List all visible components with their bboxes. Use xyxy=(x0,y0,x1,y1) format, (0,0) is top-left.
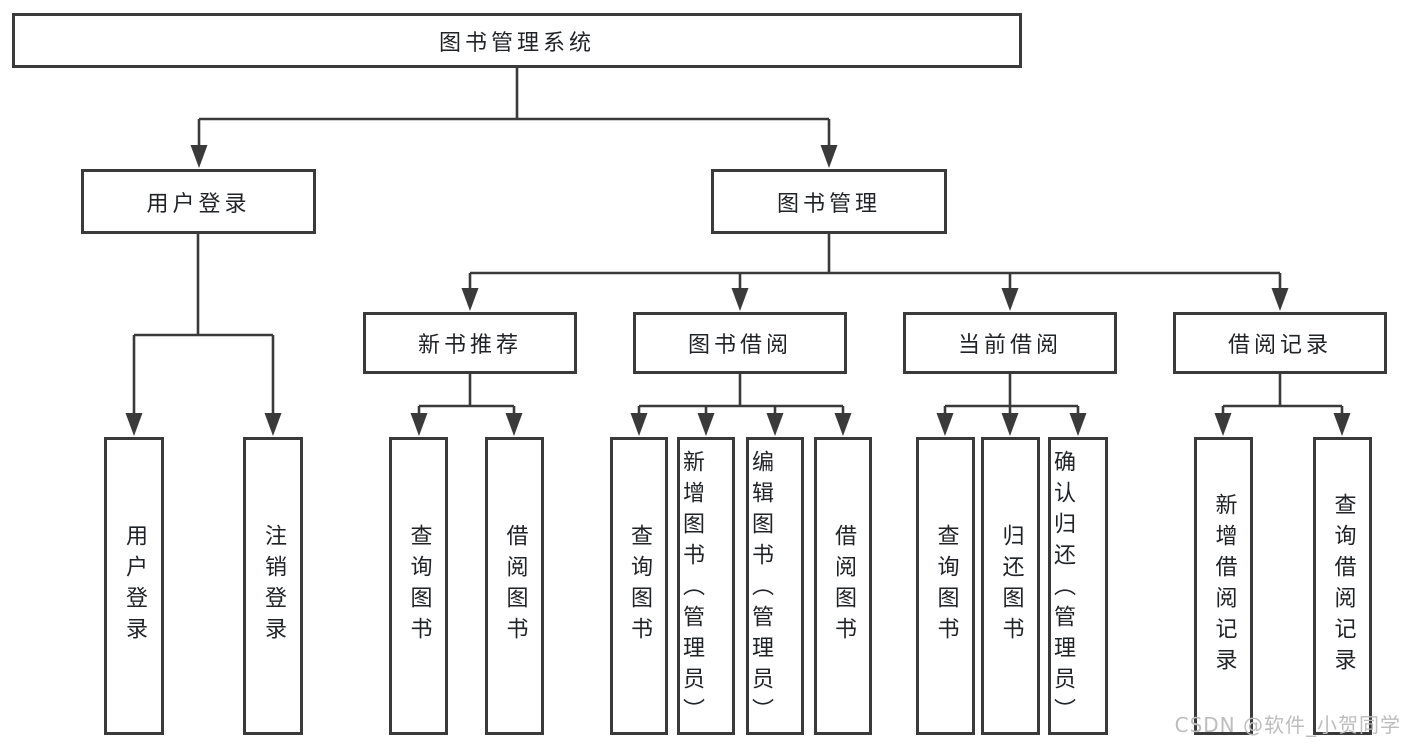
node-leaf-query-books-recommend: 查询图书 xyxy=(389,437,448,735)
node-new-book-recommend: 新书推荐 xyxy=(363,312,577,374)
node-label: 用户登录 xyxy=(122,524,147,648)
node-label: 借阅图书 xyxy=(831,524,856,648)
node-label: 借阅记录 xyxy=(1227,333,1332,358)
node-label: 新增图书（管理员） xyxy=(679,449,704,729)
node-label: 查询借阅记录 xyxy=(1330,493,1356,679)
node-label: 查询图书 xyxy=(933,524,959,648)
node-leaf-borrow-books-recommend: 借阅图书 xyxy=(485,437,544,735)
node-leaf-query-borrow-record: 查询借阅记录 xyxy=(1313,437,1372,735)
node-leaf-add-books-admin: 新增图书（管理员） xyxy=(677,437,735,735)
node-label: 注销登录 xyxy=(261,524,286,648)
node-label: 用户登录 xyxy=(146,191,251,217)
node-borrowing-records: 借阅记录 xyxy=(1173,312,1387,374)
node-book-management: 图书管理 xyxy=(711,169,947,234)
node-label: 新增借阅记录 xyxy=(1211,493,1237,679)
node-leaf-query-books-borrowing: 查询图书 xyxy=(610,437,668,735)
node-label: 查询图书 xyxy=(627,524,652,648)
node-label: 新书推荐 xyxy=(417,333,522,358)
node-leaf-add-borrow-record: 新增借阅记录 xyxy=(1194,437,1253,735)
node-leaf-confirm-return-admin: 确认归还（管理员） xyxy=(1048,437,1108,735)
watermark: CSDN @软件_小贺同学 xyxy=(1174,713,1401,737)
node-label: 编辑图书（管理员） xyxy=(748,449,773,729)
node-label: 查询图书 xyxy=(406,524,432,648)
node-label: 图书管理 xyxy=(776,191,881,217)
node-label: 图书管理系统 xyxy=(438,30,595,56)
node-current-borrowing: 当前借阅 xyxy=(903,312,1117,374)
node-book-borrowing: 图书借阅 xyxy=(633,312,847,374)
node-leaf-logout: 注销登录 xyxy=(243,437,303,735)
node-label: 确认归还（管理员） xyxy=(1050,449,1075,729)
node-label: 图书借阅 xyxy=(687,333,792,358)
node-leaf-return-books: 归还图书 xyxy=(981,437,1040,735)
node-root: 图书管理系统 xyxy=(12,13,1022,68)
node-user-login: 用户登录 xyxy=(81,169,316,234)
node-label: 归还图书 xyxy=(998,524,1024,648)
node-leaf-edit-books-admin: 编辑图书（管理员） xyxy=(746,437,804,735)
node-leaf-user-login: 用户登录 xyxy=(104,437,164,735)
node-leaf-borrow-books-borrowing: 借阅图书 xyxy=(814,437,872,735)
node-label: 当前借阅 xyxy=(957,333,1062,358)
node-leaf-query-books-current: 查询图书 xyxy=(916,437,975,735)
node-label: 借阅图书 xyxy=(502,524,528,648)
